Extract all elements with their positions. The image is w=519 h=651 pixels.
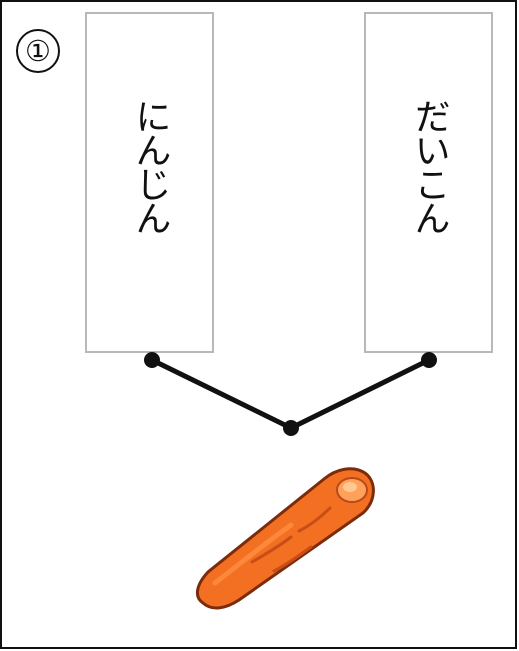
carrot-ridge: [250, 535, 293, 564]
carrot-shine: [212, 522, 294, 586]
carrot-body: [195, 467, 375, 610]
answer-label-left: にんじん: [129, 98, 171, 234]
carrot-ridge: [297, 506, 332, 533]
answer-label-right: だいこん: [408, 98, 450, 234]
carrot-ridge: [272, 545, 313, 573]
question-number: ①: [16, 29, 60, 73]
carrot-icon: [195, 467, 375, 610]
answer-box-left[interactable]: にんじん: [85, 12, 214, 353]
answer-box-right[interactable]: だいこん: [364, 12, 493, 353]
carrot-highlight: [343, 482, 357, 492]
